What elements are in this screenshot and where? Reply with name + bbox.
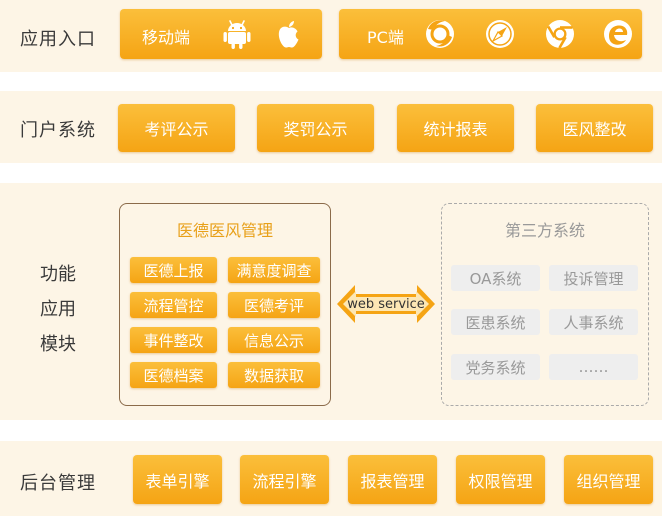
pc-entry-label: PC端: [367, 28, 404, 47]
third-party-doctor-patient[interactable]: 医患系统: [451, 309, 540, 335]
portal-report-button[interactable]: 统计报表: [397, 104, 514, 152]
mobile-entry-button[interactable]: 移动端: [120, 9, 322, 59]
module-label-line-3: 模块: [40, 334, 76, 355]
module-ethics-archive[interactable]: 医德档案: [130, 362, 217, 388]
web-service-connector: web service: [337, 283, 435, 325]
chrome-icon[interactable]: [543, 17, 577, 51]
module-ethics-appraisal[interactable]: 医德考评: [228, 292, 320, 318]
module-row: 功能 应用 模块 医德医风管理 医德上报 满意度调查 流程管控 医德考评 事件整…: [0, 183, 662, 420]
android-icon[interactable]: [220, 17, 254, 51]
backend-row: 后台管理 表单引擎 流程引擎 报表管理 权限管理 组织管理: [0, 441, 662, 516]
portal-reward-button[interactable]: 奖罚公示: [257, 104, 374, 152]
double-arrow-icon: [337, 285, 435, 323]
module-event-rectify[interactable]: 事件整改: [130, 327, 217, 353]
third-party-oa[interactable]: OA系统: [451, 265, 540, 291]
entry-row: 应用入口 移动端 PC端: [0, 0, 662, 72]
third-party-panel: 第三方系统 OA系统 投诉管理 医患系统 人事系统 党务系统 ……: [441, 203, 649, 406]
backend-form-engine-button[interactable]: 表单引擎: [133, 455, 222, 504]
module-data-fetch[interactable]: 数据获取: [228, 362, 320, 388]
third-party-complaint[interactable]: 投诉管理: [549, 265, 638, 291]
backend-report-management-button[interactable]: 报表管理: [348, 455, 437, 504]
third-party-party-affairs[interactable]: 党务系统: [451, 354, 540, 380]
third-party-more[interactable]: ……: [549, 354, 638, 380]
ethics-management-panel: 医德医风管理 医德上报 满意度调查 流程管控 医德考评 事件整改 信息公示 医德…: [119, 203, 331, 406]
edge-icon[interactable]: [601, 17, 635, 51]
third-party-hr[interactable]: 人事系统: [549, 309, 638, 335]
backend-row-label: 后台管理: [20, 473, 96, 494]
backend-flow-engine-button[interactable]: 流程引擎: [240, 455, 329, 504]
portal-appraisal-button[interactable]: 考评公示: [118, 104, 235, 152]
mobile-entry-label: 移动端: [142, 28, 191, 47]
portal-rectify-button[interactable]: 医风整改: [536, 104, 653, 152]
module-satisfaction-survey[interactable]: 满意度调查: [228, 257, 320, 283]
backend-organization-management-button[interactable]: 组织管理: [564, 455, 653, 504]
module-ethics-report[interactable]: 医德上报: [130, 257, 217, 283]
pc-entry-button[interactable]: PC端: [339, 9, 642, 59]
entry-row-label: 应用入口: [20, 29, 96, 50]
module-label-line-2: 应用: [40, 299, 76, 320]
apple-icon[interactable]: [272, 17, 306, 51]
ethics-management-title: 医德医风管理: [176, 221, 273, 240]
web-service-label: web service: [347, 296, 425, 312]
third-party-title: 第三方系统: [504, 221, 585, 240]
backend-permission-management-button[interactable]: 权限管理: [456, 455, 545, 504]
firefox-icon[interactable]: [423, 17, 457, 51]
module-info-publicity[interactable]: 信息公示: [228, 327, 320, 353]
module-label-line-1: 功能: [40, 264, 76, 285]
safari-icon[interactable]: [483, 17, 517, 51]
module-process-control[interactable]: 流程管控: [130, 292, 217, 318]
portal-row: 门户系统 考评公示 奖罚公示 统计报表 医风整改: [0, 91, 662, 163]
portal-row-label: 门户系统: [20, 120, 96, 141]
